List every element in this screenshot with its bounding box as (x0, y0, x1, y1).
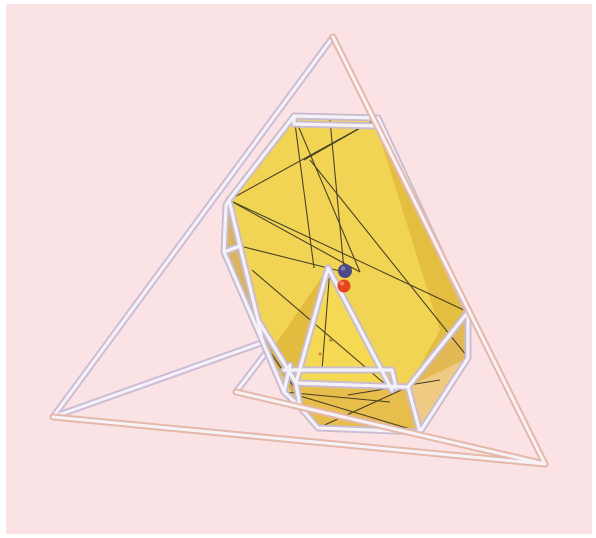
small-point (319, 353, 322, 356)
small-point (329, 338, 333, 342)
red-sphere-point (338, 280, 351, 293)
blue-sphere-point (338, 264, 352, 278)
